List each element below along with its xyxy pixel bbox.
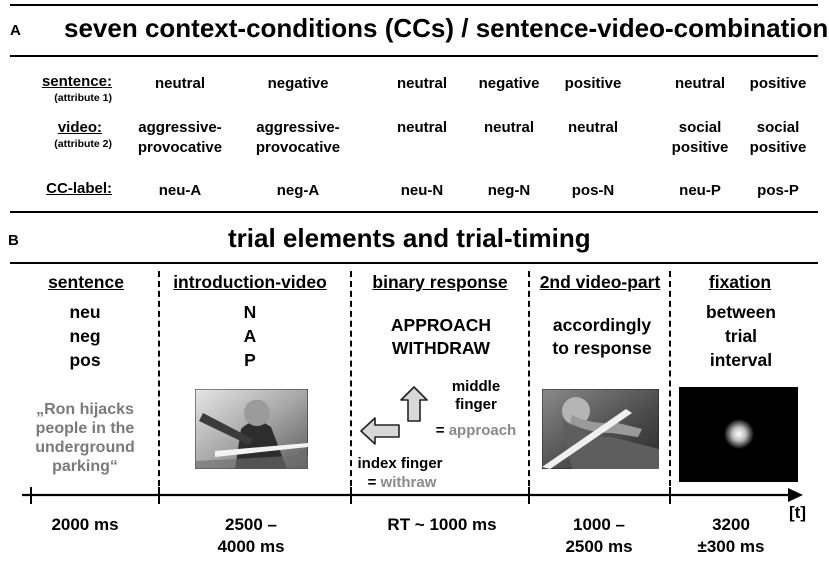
row-label-video: video: xyxy=(57,119,102,136)
duration-2nd-video-part: 1000 –2500 ms xyxy=(565,515,633,556)
cc3-sentence: neutral xyxy=(396,75,447,92)
duration-introduction-video: 2500 –4000 ms xyxy=(217,515,285,556)
axis-tick-1 xyxy=(158,487,160,504)
panel-a-bottom-rule xyxy=(10,211,818,213)
left-arrow-icon xyxy=(360,416,400,446)
cc1-label: neu-A xyxy=(158,182,202,199)
cc7-sentence: positive xyxy=(749,75,807,92)
panel-b-letter: B xyxy=(8,232,19,249)
cc6-sentence: neutral xyxy=(674,75,725,92)
phase-heading-fixation: fixation xyxy=(708,272,772,292)
middle-finger-mapping: = approach xyxy=(435,422,517,439)
cc4-label: neg-N xyxy=(487,182,531,199)
duration-binary-response: RT ~ 1000 ms xyxy=(387,515,497,534)
separator-1 xyxy=(158,271,160,496)
phase-heading-introduction-video: introduction-video xyxy=(173,272,327,292)
panel-a-letter: A xyxy=(10,22,21,39)
row-sublabel-video: (attribute 2) xyxy=(54,138,112,150)
axis-unit-label: [t] xyxy=(789,503,806,522)
row-label-sentence: sentence: xyxy=(41,73,112,90)
separator-4 xyxy=(669,271,671,496)
cc2-sentence: negative xyxy=(267,75,329,92)
middle-finger-label: middle finger xyxy=(451,378,501,413)
axis-tick-2 xyxy=(350,487,352,504)
separator-3 xyxy=(528,271,530,496)
separator-2 xyxy=(350,271,352,496)
index-finger-mapping: = withraw xyxy=(367,474,437,491)
index-finger-label: index finger xyxy=(357,455,443,472)
panel-a-title: seven context-conditions (CCs) / sentenc… xyxy=(64,13,829,43)
row-label-cc: CC-label: xyxy=(46,180,112,197)
cc7-label: pos-P xyxy=(757,182,799,199)
axis-tick-4 xyxy=(669,487,671,504)
cc1-sentence: neutral xyxy=(154,75,205,92)
example-sentence: „Ron hijacks people in the underground p… xyxy=(35,401,135,475)
fixation-screen xyxy=(679,387,798,482)
cc6-label: neu-P xyxy=(679,182,721,199)
cc5-video: neutral xyxy=(567,119,618,136)
cc2-label: neg-A xyxy=(276,182,320,199)
axis-tick-0 xyxy=(30,487,32,504)
cc4-sentence: negative xyxy=(478,75,540,92)
second-video-still xyxy=(541,388,660,470)
top-rule xyxy=(10,4,818,6)
axis-tick-3 xyxy=(528,487,530,504)
phase-heading-2nd-video-part: 2nd video-part xyxy=(539,272,661,292)
cc1-video: aggressive-provocative xyxy=(137,119,223,156)
row-sublabel-sentence: (attribute 1) xyxy=(54,92,112,104)
time-axis xyxy=(22,484,804,508)
cc5-label: pos-N xyxy=(571,182,615,199)
phase-heading-binary-response: binary response xyxy=(372,272,508,292)
panel-b-title-rule xyxy=(10,262,818,264)
panel-a-title-rule xyxy=(10,55,818,57)
intro-video-still xyxy=(194,388,309,470)
up-arrow-icon xyxy=(399,386,429,422)
cc5-sentence: positive xyxy=(564,75,622,92)
duration-sentence: 2000 ms xyxy=(51,515,119,534)
phase-heading-sentence: sentence xyxy=(48,272,124,292)
cc4-video: neutral xyxy=(483,119,534,136)
duration-fixation: 3200±300 ms xyxy=(697,515,765,556)
cc3-video: neutral xyxy=(396,119,447,136)
cc2-video: aggressive-provocative xyxy=(255,119,341,156)
panel-b-title: trial elements and trial-timing xyxy=(228,223,591,253)
cc3-label: neu-N xyxy=(400,182,444,199)
